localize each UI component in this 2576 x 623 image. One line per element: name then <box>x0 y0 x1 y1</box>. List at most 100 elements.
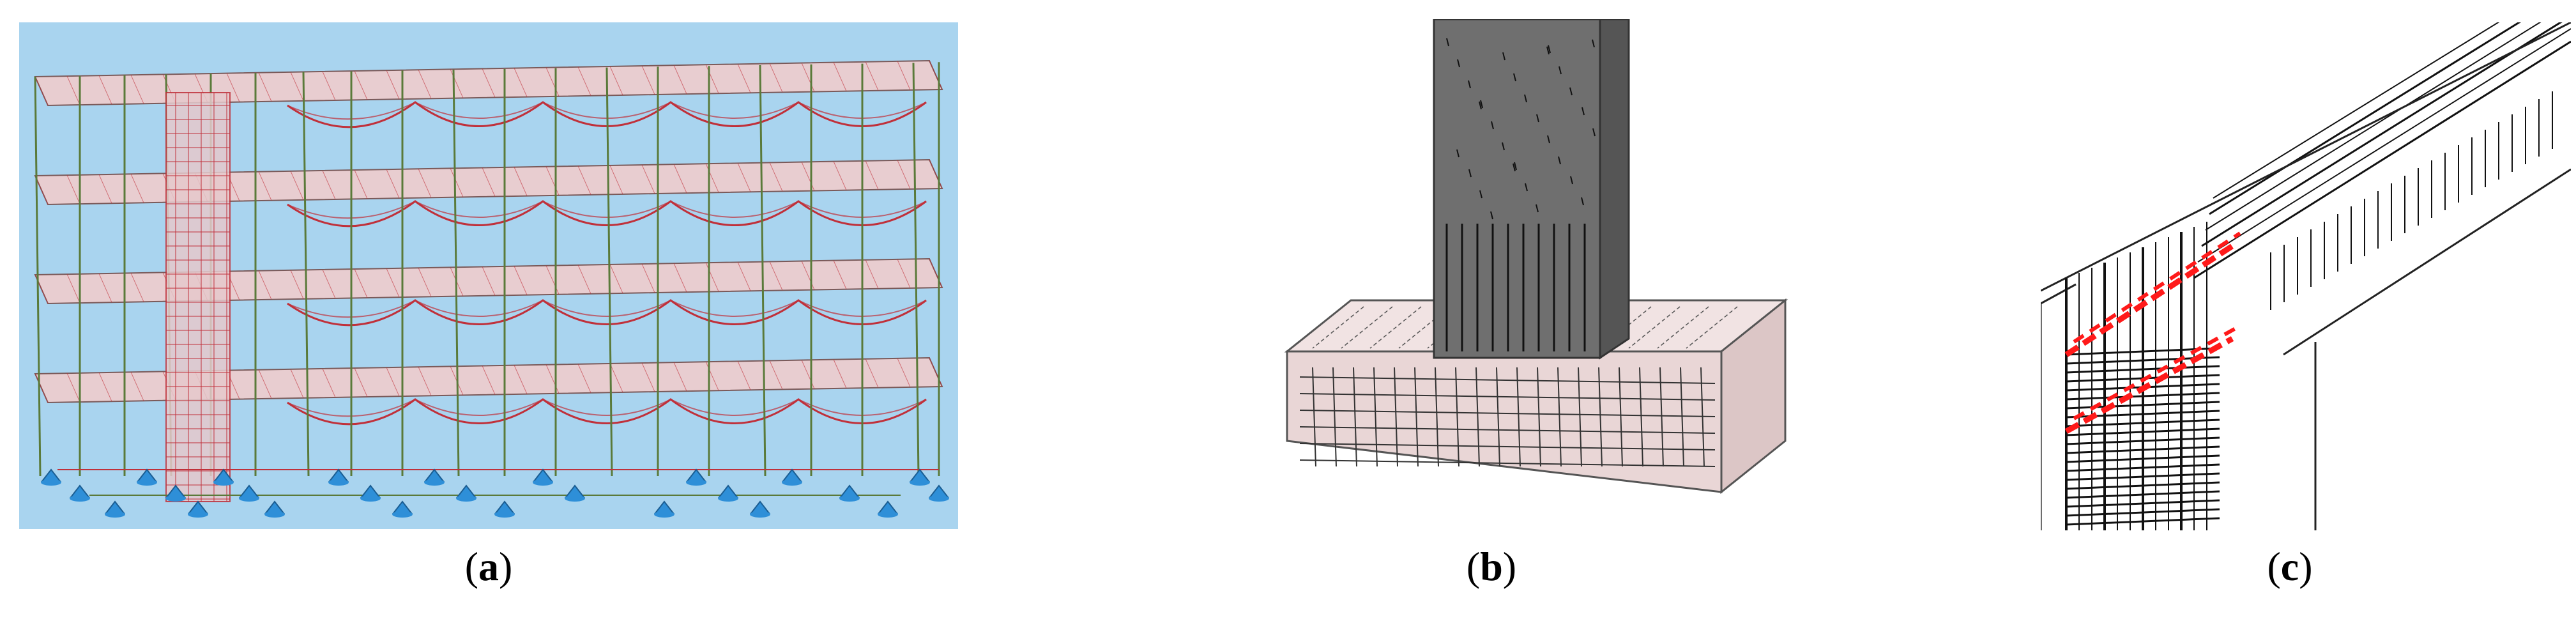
footing-top-bar <box>1398 306 1451 349</box>
slab-grid-line <box>450 168 464 197</box>
slab-grid-line <box>386 70 400 100</box>
caption-b: (b) <box>1466 544 1517 589</box>
support-base <box>718 495 738 502</box>
slab-grid-line <box>801 360 815 389</box>
beam-longitudinal-bar <box>2197 28 2571 263</box>
slab-grid-line <box>577 364 591 393</box>
footing-bar <box>1557 367 1562 467</box>
slab-grid-line <box>258 72 272 102</box>
slab-grid-line <box>929 357 943 387</box>
concrete-texture-mark <box>1456 149 1459 158</box>
column-tie <box>2066 490 2220 499</box>
slab-grid-line <box>609 363 623 393</box>
slab-grid-line <box>386 367 400 397</box>
support-base <box>565 495 585 502</box>
concrete-texture-mark <box>1457 59 1460 68</box>
support-base <box>533 479 553 486</box>
beam-edge <box>2041 22 2571 292</box>
beam-longitudinal-bar <box>2193 40 2571 279</box>
footing-bar <box>1516 367 1521 467</box>
concrete-texture-mark <box>1592 39 1595 48</box>
beam-longitudinal-bar <box>2213 22 2500 199</box>
deflection-curve <box>287 398 927 426</box>
support-base <box>654 511 674 518</box>
slab-grid-line <box>130 174 144 203</box>
footing-bar <box>1455 367 1459 467</box>
concrete-texture-mark <box>1546 46 1550 55</box>
concrete-texture-mark <box>1502 52 1505 61</box>
footing-bar <box>1332 367 1337 467</box>
support-base <box>494 511 515 518</box>
slab-grid-line <box>801 261 815 290</box>
slab-grid-line <box>290 171 304 201</box>
footing-bar <box>1299 410 1716 417</box>
slab-grid-line <box>577 265 591 294</box>
support-base <box>264 511 285 518</box>
concrete-texture-mark <box>1480 100 1483 109</box>
slab-grid-line <box>865 61 879 91</box>
support-base <box>165 495 186 502</box>
slab-grid-line <box>865 259 879 289</box>
concrete-texture-mark <box>1491 121 1494 130</box>
slab-grid-line <box>354 367 368 397</box>
support-base <box>137 479 157 486</box>
slab-grid-line <box>801 162 815 191</box>
footing-top-bar <box>1657 306 1709 349</box>
column-line <box>759 65 766 477</box>
footing-bar <box>1578 367 1582 467</box>
concrete-texture-mark <box>1570 176 1573 185</box>
slab-grid-line <box>737 360 751 390</box>
slab-grid-line <box>514 365 528 394</box>
concrete-texture-mark <box>1490 211 1493 220</box>
footing-bar <box>1435 367 1439 467</box>
column-tie <box>2066 454 2220 463</box>
support-symbols <box>40 468 950 518</box>
concrete-texture-mark <box>1569 87 1573 96</box>
slab-grid-line <box>609 66 623 96</box>
concrete-texture-mark <box>1479 101 1482 110</box>
slab-grid-line <box>641 65 655 95</box>
slab-grid-line <box>290 270 304 300</box>
slab-grid-line <box>897 160 911 189</box>
slab-grid-line <box>418 168 432 198</box>
slab-grid-line <box>577 66 591 96</box>
slab-grid-line <box>865 160 879 190</box>
panel-b-column-footing <box>1274 19 1798 524</box>
concrete-texture-mark <box>1524 94 1527 103</box>
footing-bar <box>1394 367 1398 467</box>
concrete-texture-mark <box>1468 80 1471 89</box>
panel-c-joint-reinforcement <box>2041 22 2571 530</box>
footing-top-bar <box>1341 306 1393 349</box>
stair-core <box>165 92 231 502</box>
slab-grid-line <box>929 258 943 288</box>
footing-bar <box>1619 367 1623 467</box>
slab-grid-line <box>897 61 911 90</box>
footing-bar <box>1496 367 1500 467</box>
slab-grid-line <box>609 264 623 294</box>
slab-grid-line <box>418 69 432 99</box>
slab-grid-line <box>130 75 144 104</box>
slab-grid-line <box>66 373 80 403</box>
slab-grid-line <box>514 167 528 196</box>
slab-grid-line <box>769 162 783 192</box>
footing-top-bar <box>1628 306 1680 349</box>
footing-bar <box>1299 376 1716 384</box>
support-base <box>239 495 259 502</box>
slab-grid-line <box>833 260 847 289</box>
slab-grid-line <box>226 73 240 102</box>
concrete-texture-mark <box>1581 107 1585 116</box>
slab-grid-line <box>354 268 368 298</box>
slab-grid-line <box>705 262 719 292</box>
column-tie <box>2066 427 2220 436</box>
slab-grid-line <box>609 165 623 195</box>
column-tie <box>2066 499 2220 508</box>
slab-grid-line <box>322 269 336 299</box>
column-tie <box>2066 392 2220 401</box>
beam-longitudinal-bar <box>2209 22 2521 215</box>
slab-grid-line <box>322 71 336 101</box>
slab-grid-line <box>673 164 687 194</box>
slab-grid-line <box>545 67 560 96</box>
slab-grid-line <box>705 64 719 94</box>
column-tie <box>2066 463 2220 472</box>
support-base <box>782 479 802 486</box>
